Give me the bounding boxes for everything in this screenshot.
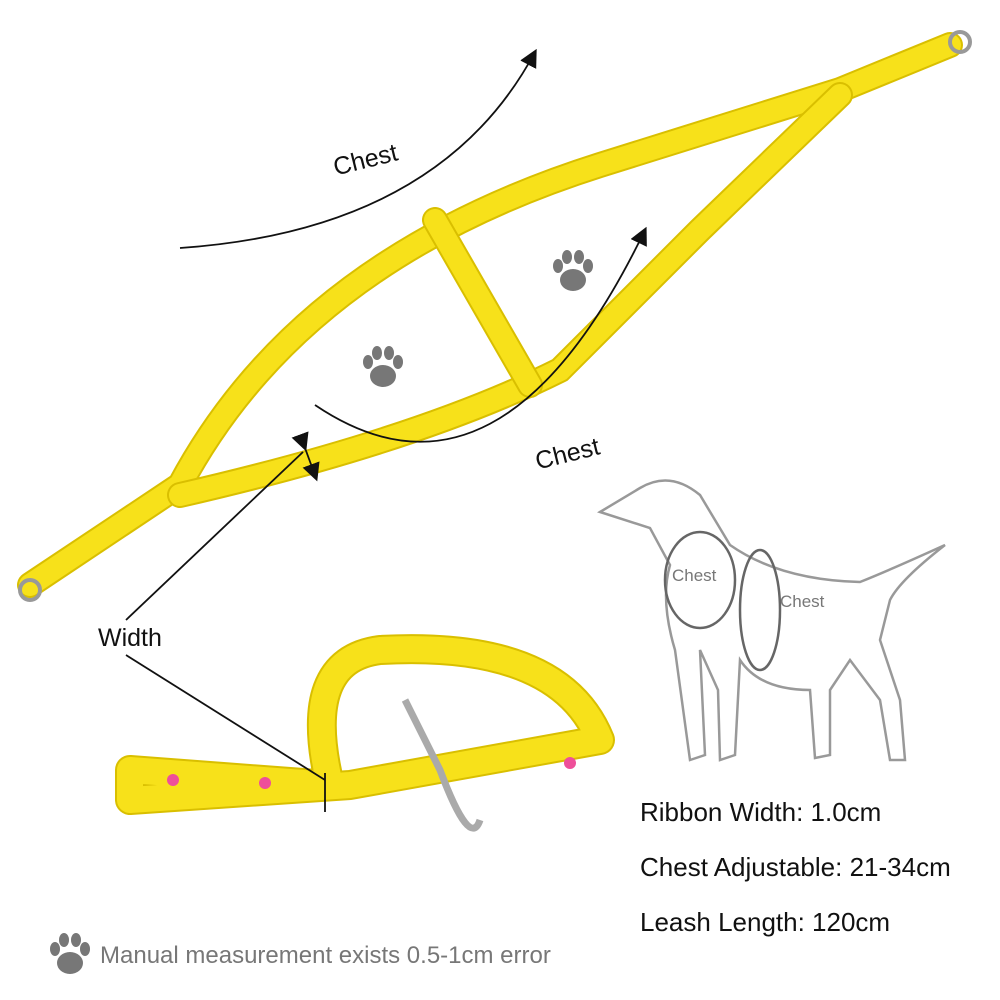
harness	[17, 30, 972, 602]
spec-chest-adjustable: Chest Adjustable: 21-34cm	[640, 852, 951, 882]
paw-icon	[363, 346, 403, 387]
spec-ribbon-width: Ribbon Width: 1.0cm	[640, 797, 882, 827]
dog-chest-front-label: Chest	[672, 566, 717, 585]
width-label: Width	[98, 624, 162, 652]
dog-outline-icon	[596, 479, 946, 762]
footnote-paw-icon	[50, 933, 90, 974]
footnote: Manual measurement exists 0.5-1cm error	[100, 942, 551, 969]
paw-icon	[553, 250, 593, 291]
leash	[115, 634, 615, 832]
spec-leash-length: Leash Length: 120cm	[640, 907, 891, 937]
dog-chest-back-label: Chest	[780, 592, 825, 611]
measure-arrows	[125, 48, 647, 812]
